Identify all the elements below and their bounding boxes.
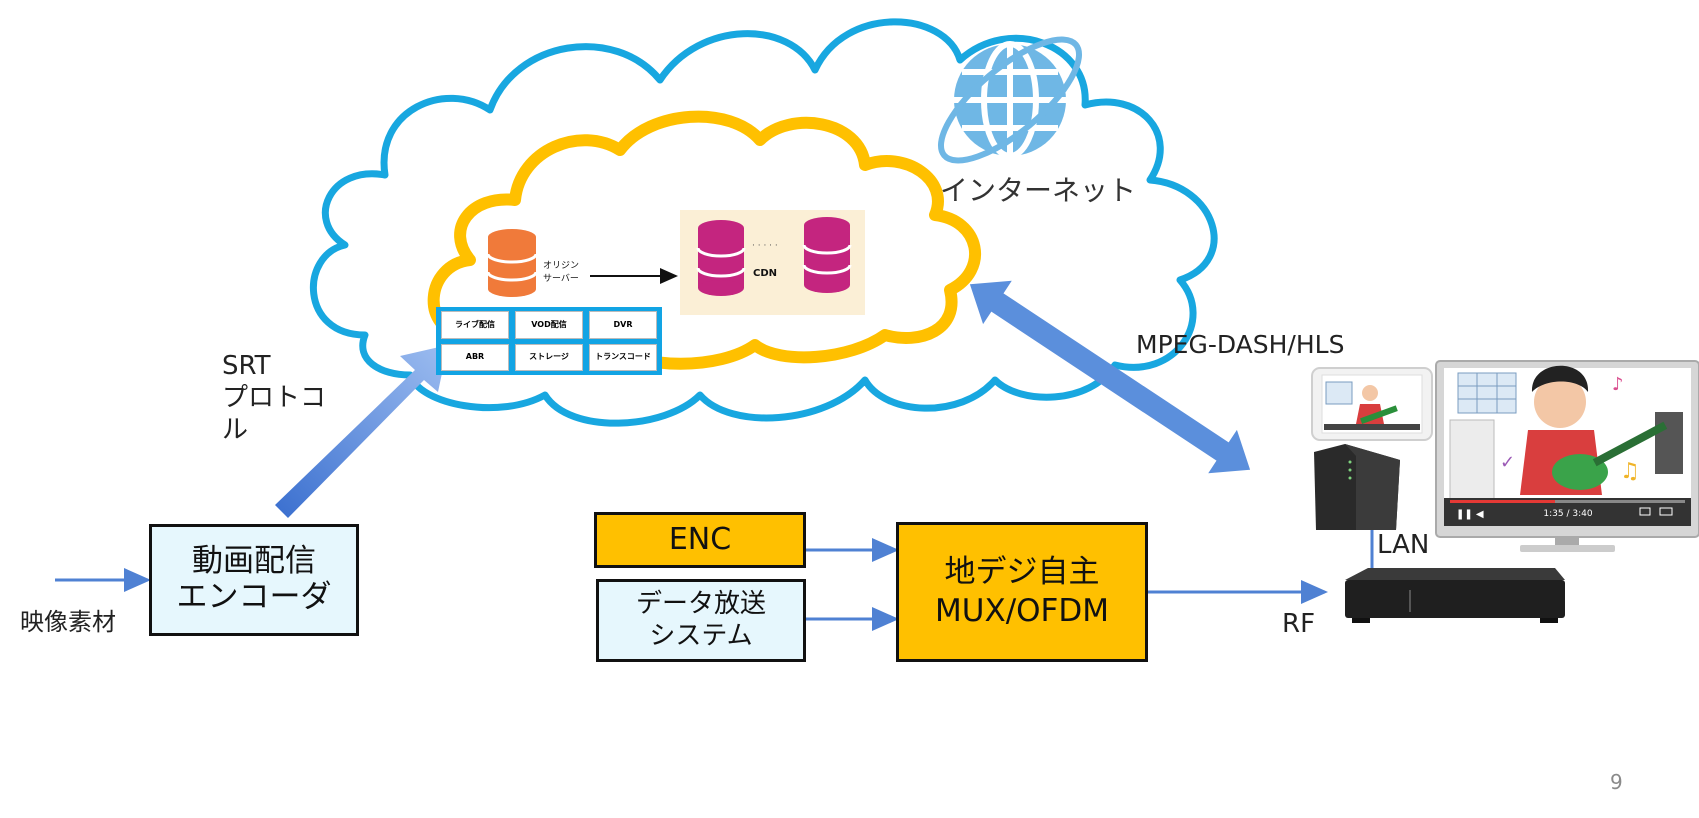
page-number: 9 <box>1610 770 1623 794</box>
mux-box: 地デジ自主 MUX/OFDM <box>896 522 1148 662</box>
service-grid: ライブ配信 VOD配信 DVR ABR ストレージ トランスコード <box>436 307 662 375</box>
cdn-server-icon <box>802 217 852 293</box>
lan-label: LAN <box>1377 530 1430 560</box>
origin-label-line1: オリジン <box>543 260 579 271</box>
internet-label: インターネット <box>940 174 1136 207</box>
tv-icon: ♪ ♫ ✓ 1:35 / 3:40 ❚❚ ◀ <box>1435 360 1699 552</box>
service-dvr: DVR <box>589 311 657 339</box>
svg-text:❚❚ ◀: ❚❚ ◀ <box>1456 509 1484 520</box>
mux-line2: MUX/OFDM <box>935 593 1109 629</box>
rf-label: RF <box>1282 609 1316 639</box>
protocol-label: MPEG-DASH/HLS <box>1136 330 1345 359</box>
cdn-server-icon <box>696 220 746 296</box>
cdn-dots: · · · · · <box>752 241 778 251</box>
encoder-line1: 動画配信 <box>192 543 316 580</box>
service-abr: ABR <box>441 343 509 371</box>
svg-text:♪: ♪ <box>1612 374 1624 395</box>
svg-text:✓: ✓ <box>1500 452 1515 473</box>
mux-line1: 地デジ自主 <box>944 554 1100 591</box>
data-broadcast-box: データ放送 システム <box>596 579 806 662</box>
service-live: ライブ配信 <box>441 311 509 339</box>
origin-label-line2: サーバー <box>543 273 579 284</box>
streaming-encoder-box: 動画配信 エンコーダ <box>149 524 359 636</box>
service-storage: ストレージ <box>515 343 583 371</box>
tablet-icon <box>1311 367 1433 441</box>
router-icon <box>1314 444 1400 530</box>
service-transcode: トランスコード <box>589 343 657 371</box>
cdn-label: CDN <box>753 268 777 279</box>
srt-label-line2: プロトコ <box>222 383 327 413</box>
player-time: 1:35 / 3:40 <box>1543 509 1592 519</box>
service-vod: VOD配信 <box>515 311 583 339</box>
encoder-line2: エンコーダ <box>176 579 332 615</box>
srt-label-line1: SRT <box>222 351 271 381</box>
globe-icon <box>937 36 1083 164</box>
origin-server-icon <box>486 229 538 297</box>
srt-label-line3: ル <box>222 415 249 445</box>
delivery-arrow <box>969 280 1251 474</box>
svg-text:♫: ♫ <box>1620 459 1640 484</box>
enc-box: ENC <box>594 512 806 568</box>
set-top-box-icon <box>1345 568 1565 623</box>
data-broadcast-line1: データ放送 <box>635 589 766 620</box>
srt-arrow <box>275 345 448 518</box>
srt-label: SRT プロトコ ル <box>222 350 326 446</box>
data-broadcast-line2: システム <box>649 620 753 651</box>
source-label: 映像素材 <box>20 608 116 636</box>
